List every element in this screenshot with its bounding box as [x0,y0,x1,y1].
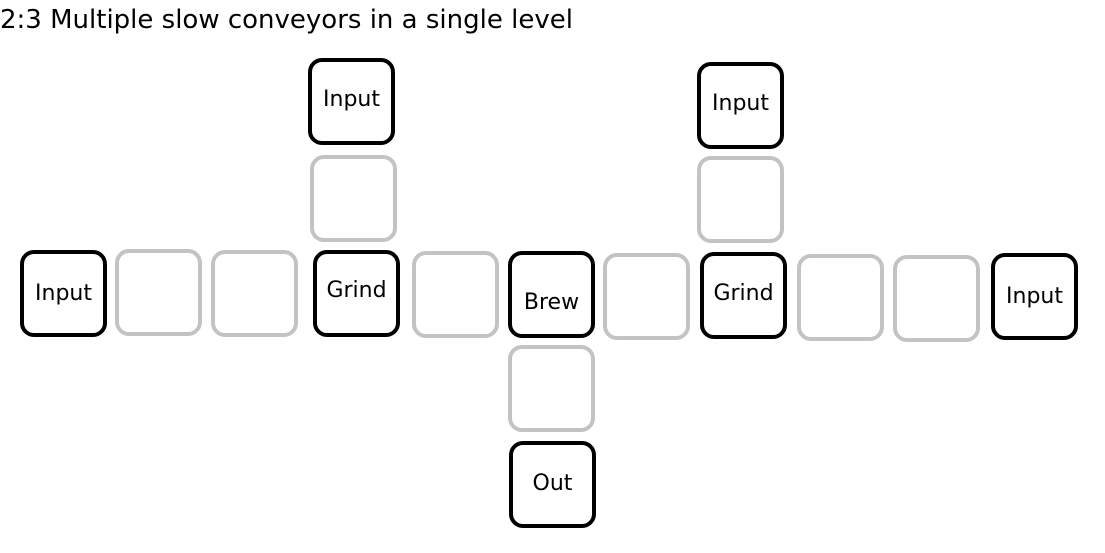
input-station-right: Input [991,253,1078,340]
station-label: Input [35,281,92,306]
station-label: Input [712,91,769,116]
conveyor-tile-right-3 [893,255,980,342]
station-label: Out [532,471,573,496]
conveyor-tile-top-left [310,155,397,242]
input-station-top-left: Input [308,58,395,145]
diagram-title: 2:3 Multiple slow conveyors in a single … [0,5,573,35]
conveyor-tile-left-2 [211,250,298,337]
input-station-left: Input [20,250,107,337]
conveyor-tile-left-1 [115,249,202,336]
station-label: Input [323,87,380,112]
station-label: Input [1006,284,1063,309]
output-station: Out [509,441,596,528]
input-station-top-right: Input [697,62,784,149]
station-label: Brew [523,290,580,315]
conveyor-tile-bottom [508,345,595,432]
station-label: Grind [326,278,387,303]
brew-station: Brew [508,251,595,338]
conveyor-tile-left-3 [412,251,499,338]
grind-station-left: Grind [313,250,400,337]
conveyor-tile-right-2 [797,254,884,341]
grind-station-right: Grind [700,252,787,339]
conveyor-tile-top-right [697,156,784,243]
conveyor-tile-right-1 [603,253,690,340]
station-label: Grind [713,281,774,306]
